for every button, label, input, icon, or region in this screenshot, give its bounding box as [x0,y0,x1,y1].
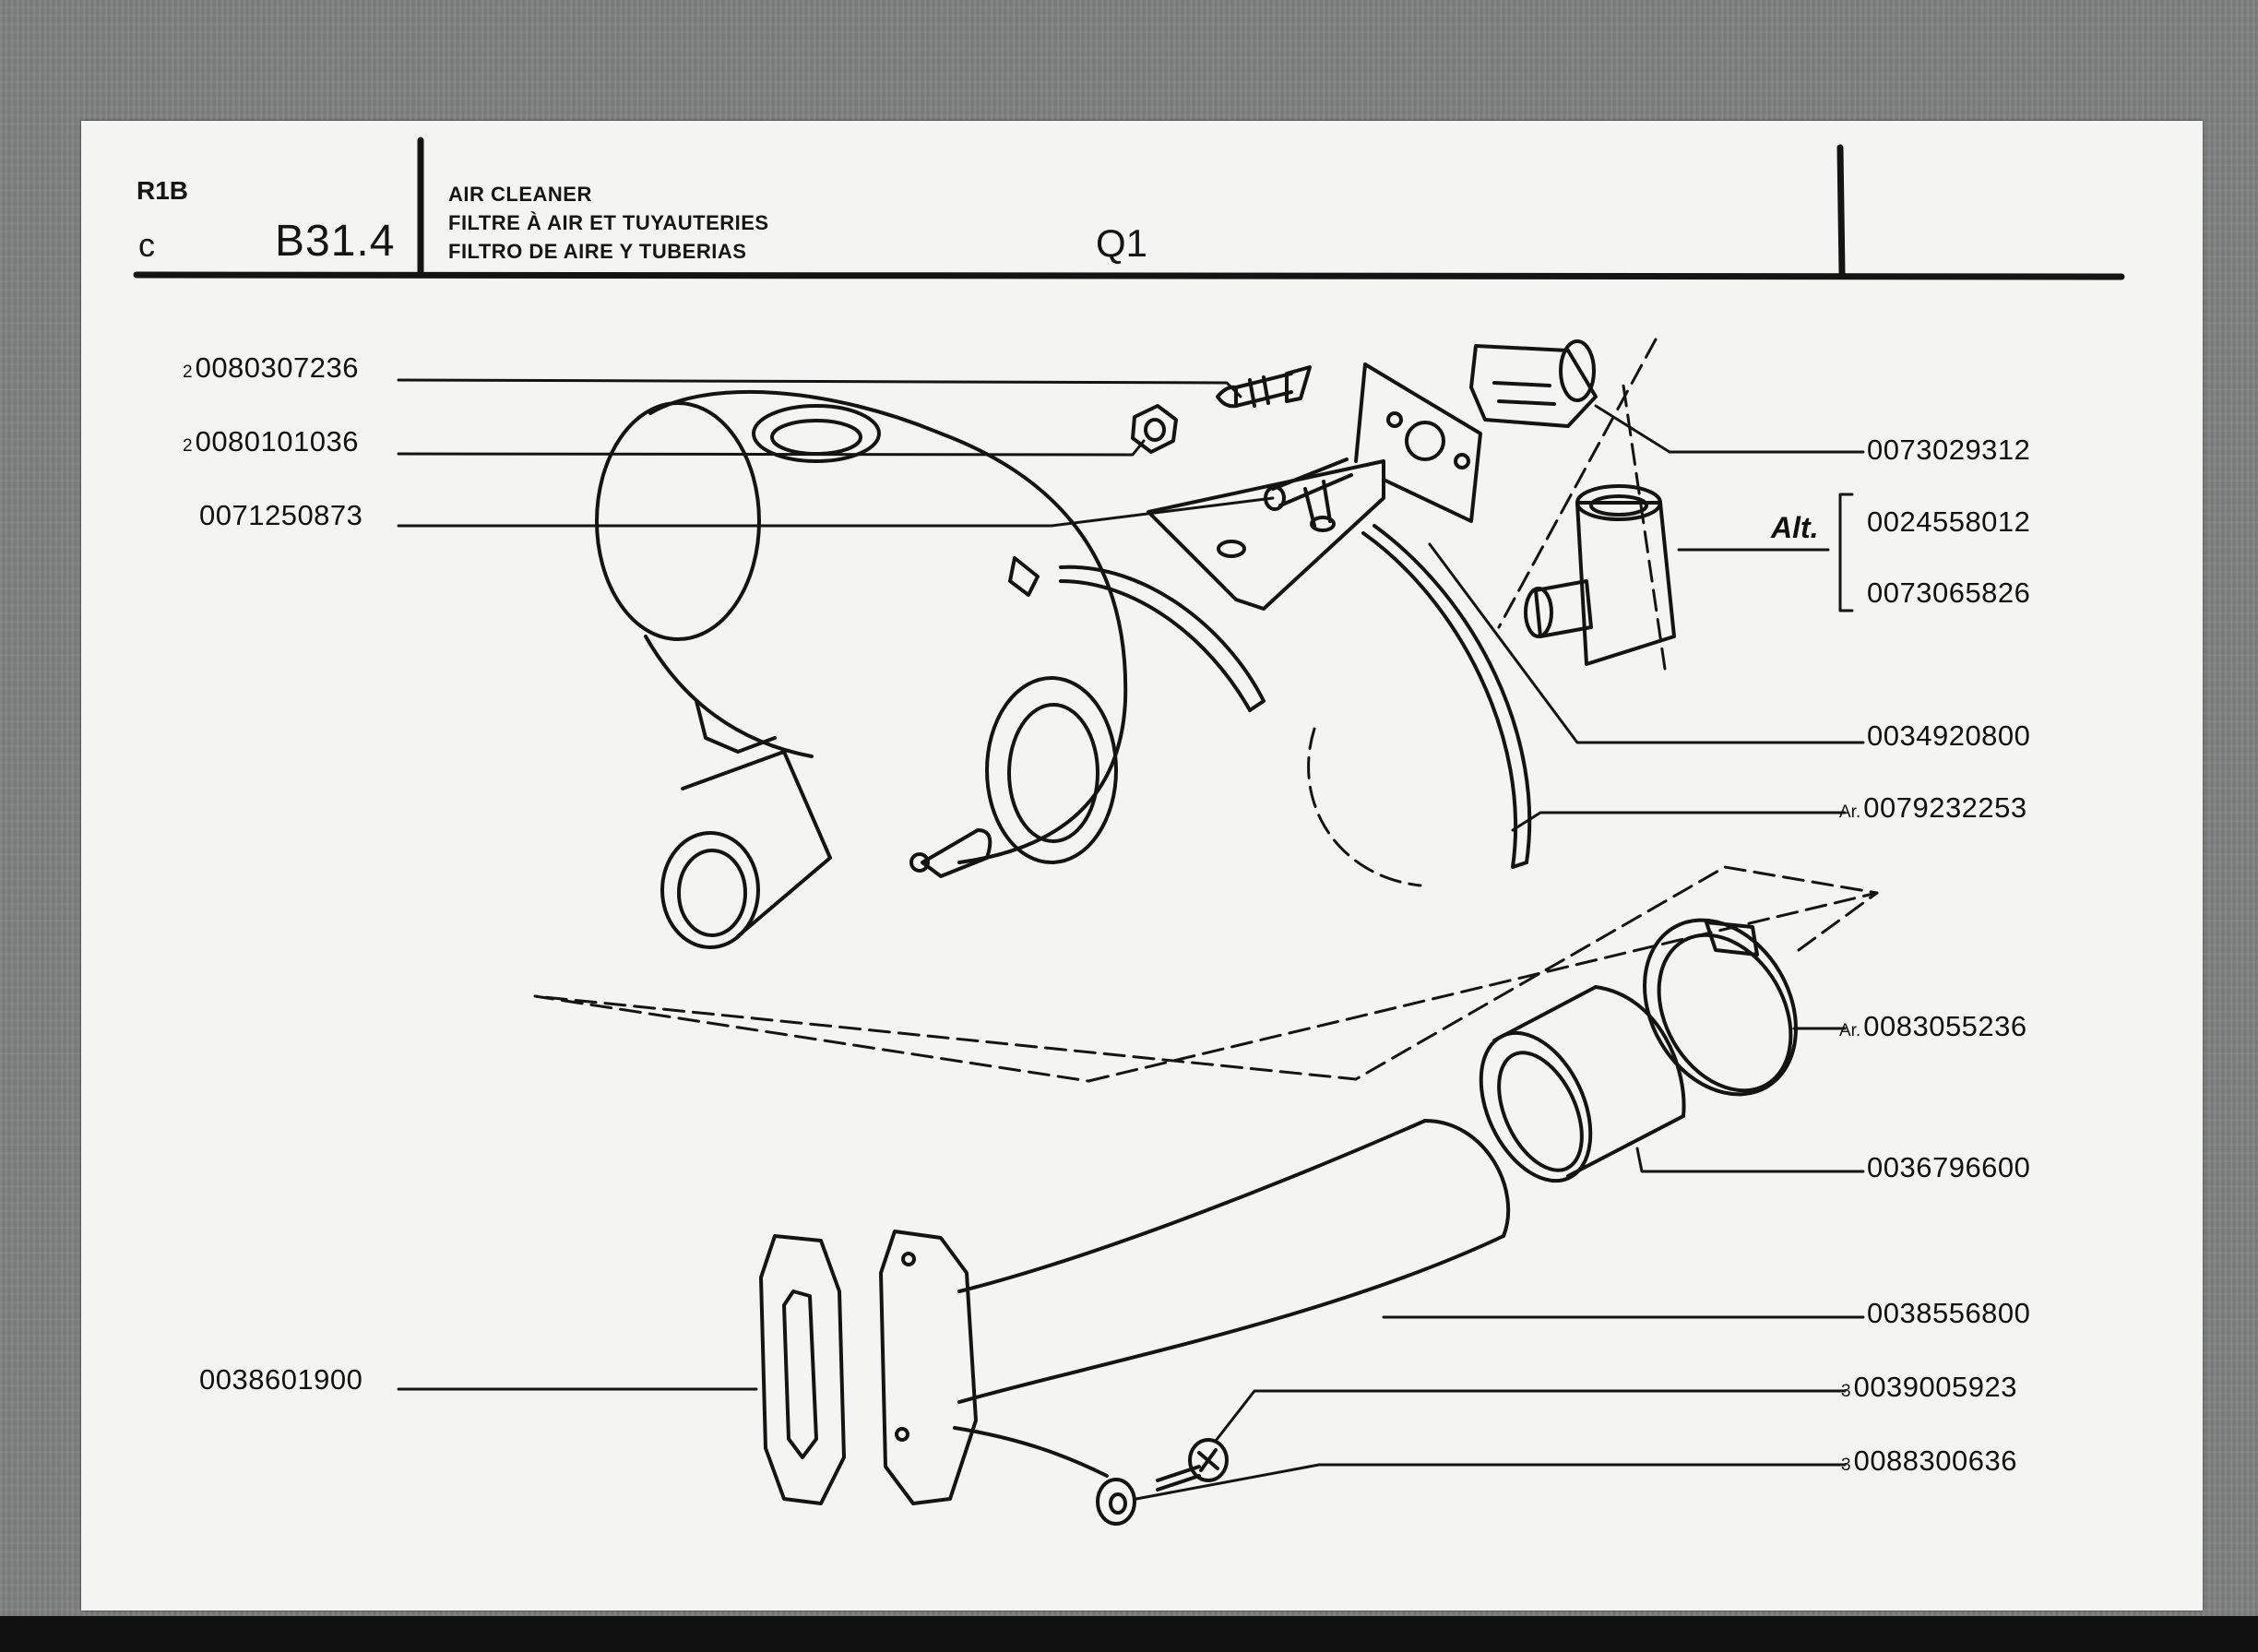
variant-code: c [138,226,155,264]
title-french: FILTRE À AIR ET TUYAUTERIES [448,211,769,234]
part-label-intake-pipe: 0038556800 [1867,1297,2031,1329]
part-label-hose-clamp: Ar.0083055236 [1839,1010,2027,1042]
title-spanish: FILTRO DE AIRE Y TUBERIAS [448,240,747,263]
leader-lines [397,378,1865,1501]
part-label-tee-fitting: 0071250873 [199,499,363,531]
gasket-part [759,1234,846,1505]
part-label-rubber-sleeve: 0036796600 [1867,1151,2031,1183]
part-label-washer: 30088300636 [1841,1444,2017,1477]
intake-pipe-part [879,1119,1511,1505]
hose-clamp-part [1643,918,1798,1097]
title-english: AIR CLEANER [448,183,592,206]
tee-fitting-part [1264,458,1353,532]
alternative-label: Alt. [1771,511,1819,544]
part-label-valve-alt-1: 0024558012 [1867,505,2031,538]
washer-part [1096,1478,1136,1526]
flange-valve-part [1469,339,1598,428]
part-label-flange-valve: 0073029312 [1867,434,2031,466]
model-code: R1B [137,176,189,205]
quality-code: Q1 [1096,221,1148,265]
part-label-valve-alt-2: 0073065826 [1867,576,2031,609]
screw-part [1156,1438,1229,1492]
alternate-valve-part [1524,484,1676,666]
header-rule [133,271,2125,280]
scan-bottom-edge [0,1616,2258,1652]
bolt-part [1216,365,1312,409]
header-divider-right [1836,144,1846,277]
hose-part [1059,524,1532,869]
part-label-hose: Ar.0079232253 [1839,791,2027,824]
part-label-nut: 20080101036 [183,425,359,458]
air-cleaner-housing [595,389,1128,949]
part-label-bolt: 20080307236 [183,351,359,384]
assembly-guides [533,338,1879,1083]
rubber-sleeve-part [1479,985,1686,1183]
nut-part [1131,404,1178,454]
part-label-gasket: 0038601900 [199,1363,363,1396]
group-code: B31.4 [275,217,396,266]
part-label-screw: 30039005923 [1841,1371,2017,1403]
parts-catalog-sheet [81,121,2203,1610]
bracket-part [1147,362,1482,611]
part-label-bracket: 0034920800 [1867,719,2031,752]
